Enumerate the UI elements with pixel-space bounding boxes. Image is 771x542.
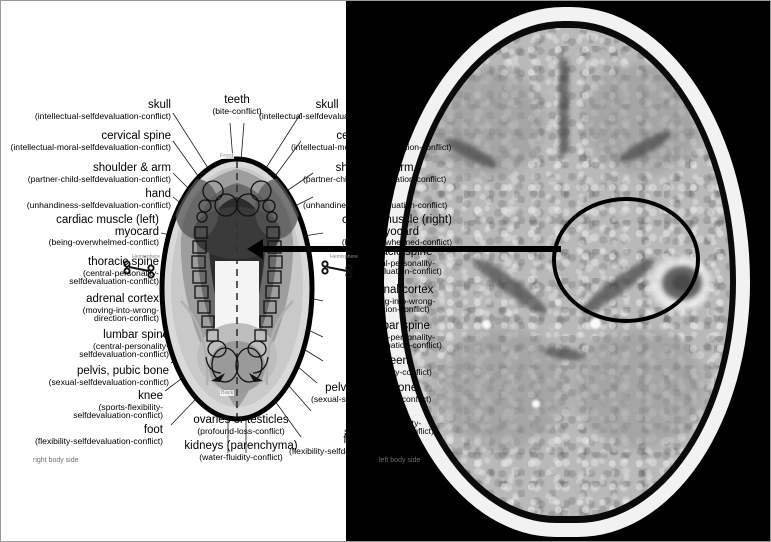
label-left-pelvis-pubic-bone: pelvis, pubic bone (sexual-selfdevaluati…	[48, 365, 169, 387]
side-label-left-body: left body side	[379, 457, 421, 464]
brain-relay-diagram: Front Back Hemisphere Hemisphere	[1, 1, 447, 541]
label-left-foot: foot (flexibility-selfdevaluation-confli…	[35, 424, 163, 446]
label-left-hand: hand (unhandiness-selfdevaluation-confli…	[26, 188, 171, 210]
brain-lateral-left	[175, 179, 219, 239]
label-right-knee: knee (sports-flexibility- selfdevaluatio…	[344, 406, 434, 437]
side-label-right-body: right body side	[33, 457, 79, 464]
label-left-cardiac-muscle: cardiac muscle (left) myocard (being-ove…	[48, 214, 159, 248]
label-right-hand: hand (unhandiness-selfdevaluation-confli…	[303, 188, 448, 210]
orientation-back: Back	[220, 390, 235, 396]
ct-calcification-mid	[532, 400, 540, 408]
label-left-thoracic-spine: thoracic spine (central-personality- sel…	[69, 256, 159, 287]
label-right-cardiac-muscle: cardiac muscle (right) myocard (being-ov…	[341, 214, 453, 248]
orientation-front: Front	[219, 153, 235, 159]
hemisphere-label-right: Hemisphere	[330, 254, 358, 260]
label-right-pelvis-pubic-bone: pelvis, pubic bone (sexual-selfdevaluati…	[311, 382, 432, 404]
label-left-cervical-spine: cervical spine (intellectual-moral-selfd…	[10, 130, 171, 152]
label-left-knee: knee (sports-flexibility- selfdevaluatio…	[73, 390, 163, 421]
brain-arc-right	[265, 300, 294, 386]
ct-interhemispheric-fissure	[559, 58, 569, 154]
relay-inner-arrows	[211, 373, 263, 382]
brain-lateral-right	[255, 179, 299, 239]
bone-icon-left	[123, 260, 155, 279]
pointer-arrow-head	[247, 239, 263, 259]
brain-diagram-svg	[123, 112, 353, 453]
label-left-skull: skull (intellectual-selfdevaluation-conf…	[34, 99, 171, 121]
label-right-thoracic-spine: thoracic spine (central-personality- sel…	[352, 246, 442, 277]
ct-calcification-right	[590, 318, 601, 329]
label-right-spleen: spleen (blood-injury-conflict)	[352, 355, 432, 377]
ct-scan-panel	[346, 1, 770, 541]
lesion-highlight-circle	[552, 197, 700, 323]
label-right-adrenal-cortex: adrenal cortex (moving-into-wrong- direc…	[358, 284, 436, 315]
label-teeth: teeth (bite-conflict)	[212, 94, 262, 116]
label-right-cervical-spine: cervical spine (intellectual-moral-selfd…	[291, 130, 452, 152]
bone-icon-right	[321, 260, 353, 279]
label-ovaries-testicles: ovaries or testicles (profound-loss-conf…	[193, 414, 289, 436]
ct-lobe-right-posterior	[574, 328, 704, 448]
label-left-lumbar-spine: lumbar spine (central-personality- selfd…	[79, 329, 169, 360]
brain-arc-left	[180, 300, 209, 386]
ct-calcification-left	[482, 320, 491, 329]
label-left-shoulder-arm: shoulder & arm (partner-child-selfdevalu…	[27, 162, 171, 184]
label-right-foot: foot (flexibility-selfdevaluation-confli…	[289, 434, 417, 456]
label-left-adrenal-cortex: adrenal cortex (moving-into-wrong- direc…	[82, 293, 159, 324]
pointer-arrow-shaft	[259, 246, 561, 252]
label-right-shoulder-arm: shoulder & arm (partner-child-selfdevalu…	[303, 162, 447, 184]
label-right-skull: skull (intellectual-selfdevaluation-conf…	[259, 99, 396, 121]
label-right-lumbar-spine: lumbar spine (central-personality- selfd…	[352, 320, 442, 351]
hemisphere-label-left: Hemisphere	[132, 254, 160, 260]
relay-markers-left	[191, 180, 239, 383]
relay-markers-right	[235, 180, 283, 383]
ct-lobe-right-frontal	[584, 64, 704, 174]
label-kidneys: kidneys (parenchyma) (water-fluidity-con…	[184, 440, 298, 462]
